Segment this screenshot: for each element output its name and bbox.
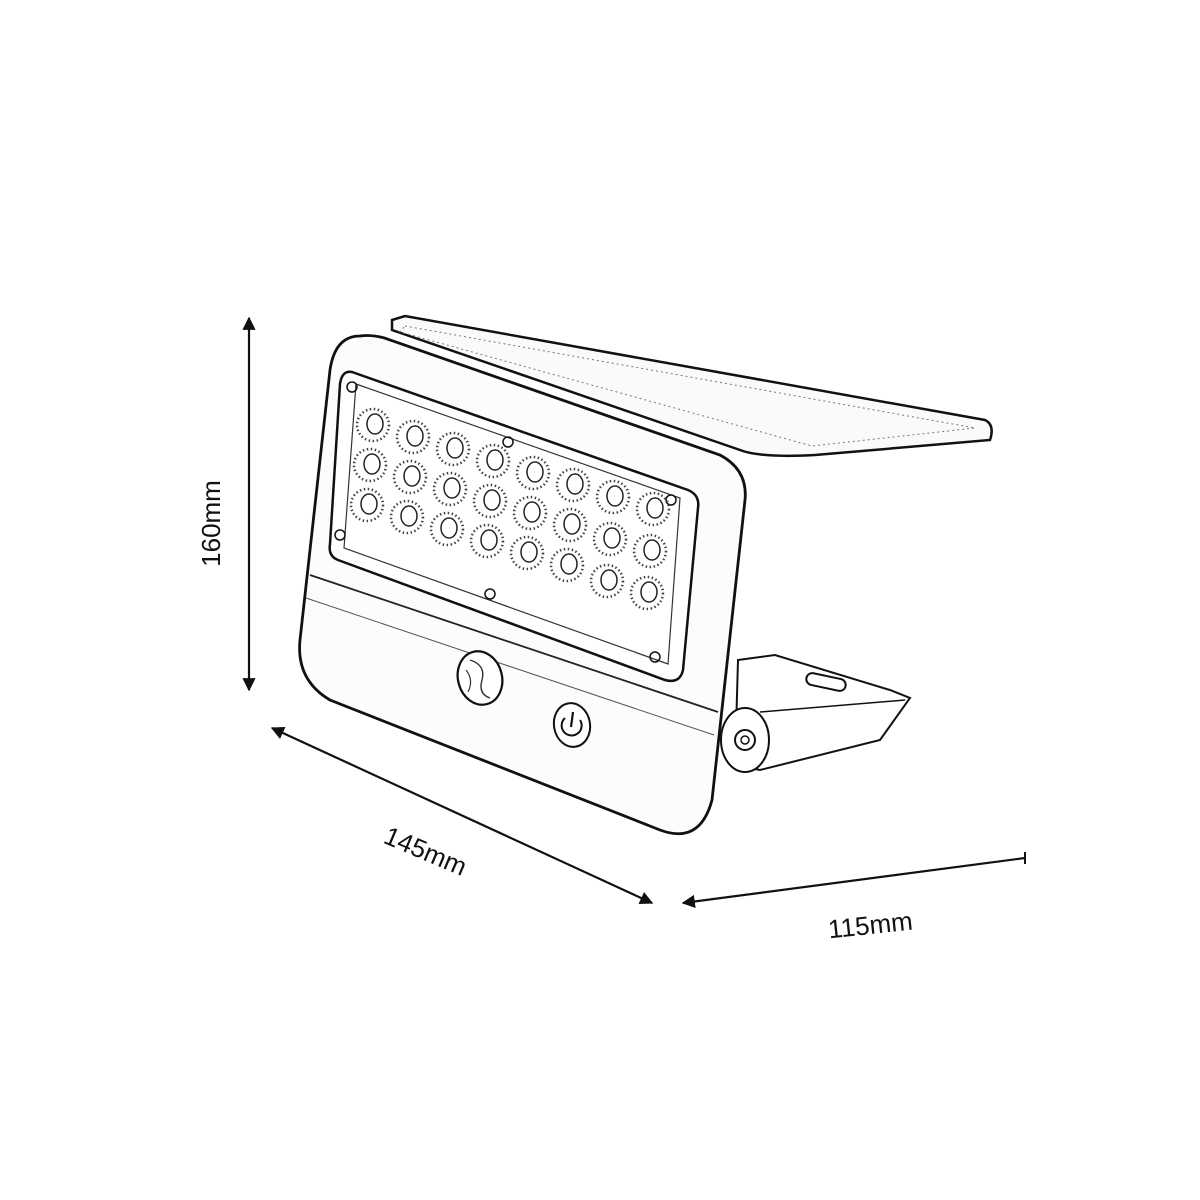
led-bulb xyxy=(349,487,385,523)
height-label: 160mm xyxy=(195,480,226,567)
led-bulb xyxy=(512,495,548,531)
led-grid xyxy=(349,407,671,611)
led-bulb xyxy=(432,471,468,507)
led-bulb xyxy=(389,499,425,535)
led-bulb xyxy=(392,459,428,495)
wall-bracket xyxy=(720,653,912,773)
led-bulb xyxy=(549,547,585,583)
led-bulb xyxy=(555,467,591,503)
led-bulb xyxy=(592,521,628,557)
led-bulb xyxy=(595,479,631,515)
dimension-depth-arrow xyxy=(681,852,1026,908)
dimension-width-arrow xyxy=(270,726,654,905)
led-bulb xyxy=(472,483,508,519)
led-bulb xyxy=(515,455,551,491)
led-bulb xyxy=(435,431,471,467)
led-bulb xyxy=(509,535,545,571)
led-bulb xyxy=(469,523,505,559)
led-bulb xyxy=(629,575,665,611)
led-bulb xyxy=(635,491,671,527)
led-bulb xyxy=(552,507,588,543)
led-bulb xyxy=(352,447,388,483)
led-bulb xyxy=(395,419,431,455)
led-bulb xyxy=(475,443,511,479)
led-bulb xyxy=(355,407,391,443)
led-panel xyxy=(328,370,700,683)
led-bulb xyxy=(589,563,625,599)
led-bulb xyxy=(632,533,668,569)
pir-sensor xyxy=(456,650,504,706)
led-bulb xyxy=(429,511,465,547)
solar-panel xyxy=(390,314,993,458)
